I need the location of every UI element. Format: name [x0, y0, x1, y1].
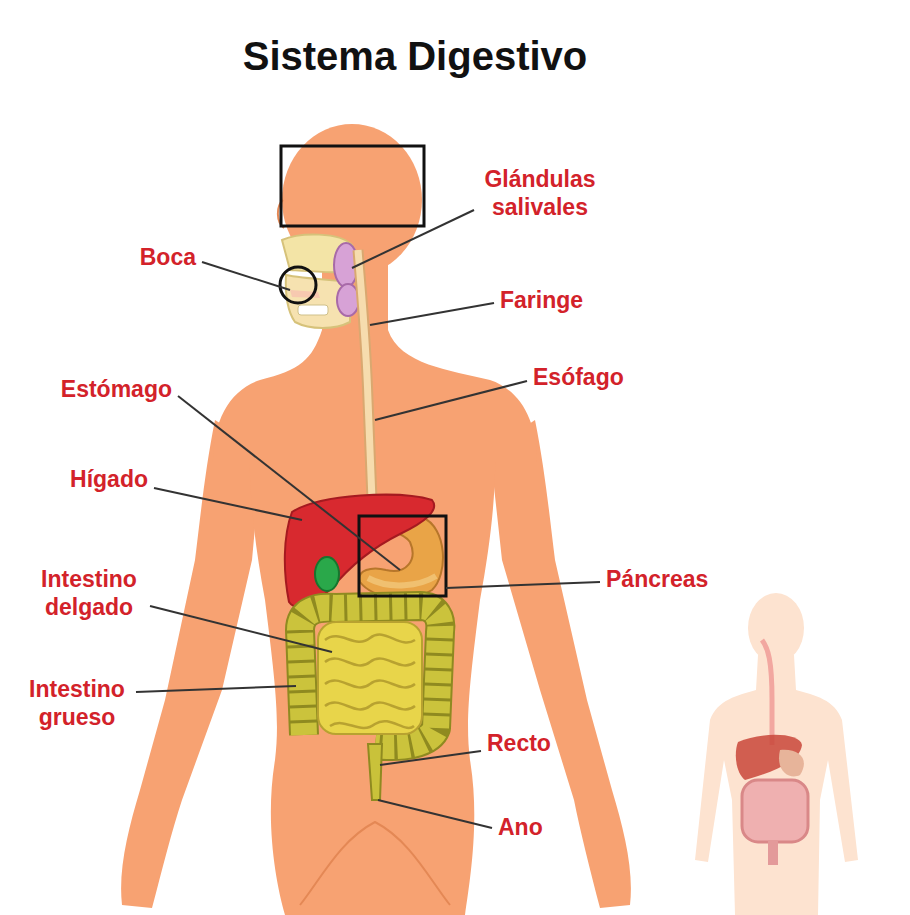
part-label: Hígado [18, 466, 148, 494]
left-arm [121, 420, 262, 908]
part-label: Glándulas salivales [470, 166, 610, 221]
highlight-box [281, 146, 424, 226]
part-label: Intestino delgado [24, 566, 154, 621]
part-label: Páncreas [606, 566, 746, 594]
highlight-marks [280, 146, 446, 596]
leader-line [150, 606, 332, 652]
small-body [695, 655, 858, 915]
part-label: Faringe [500, 287, 630, 315]
small-esophagus [762, 640, 772, 745]
small-intestine [742, 780, 808, 842]
esophagus-tube [358, 250, 372, 500]
esophagus [358, 250, 372, 500]
highlight-box [359, 516, 446, 596]
small-stomach [779, 750, 804, 777]
part-label: Intestino grueso [12, 676, 142, 731]
leader-line [378, 800, 492, 828]
body-silhouette [121, 124, 631, 915]
leader-line [136, 686, 296, 692]
small-intestine-loops [325, 635, 415, 728]
part-label: Ano [498, 814, 578, 842]
small-intestine [318, 622, 422, 734]
leader-line [375, 381, 527, 420]
leader-line [380, 751, 481, 765]
part-label: Boca [96, 244, 196, 272]
large-intestine [300, 606, 440, 746]
leader-line [202, 262, 290, 290]
highlight-circle [280, 267, 316, 303]
small-rectum [768, 840, 778, 865]
large-intestine-outline [300, 606, 440, 746]
rectum [368, 744, 382, 800]
diagram-title: Sistema Digestivo [215, 34, 615, 78]
leader-line [178, 396, 400, 570]
part-label: Esófago [533, 364, 663, 392]
pancreas [368, 576, 436, 585]
right-arm [490, 420, 631, 908]
head-organs [282, 235, 359, 328]
part-label: Estómago [22, 376, 172, 404]
leader-line [352, 210, 474, 268]
leader-line [446, 582, 600, 588]
small-head [748, 593, 804, 663]
esophagus-outline [358, 250, 372, 500]
part-label: Recto [487, 730, 577, 758]
leader-line [154, 488, 302, 520]
small-figure [695, 593, 858, 915]
gallbladder [315, 557, 339, 591]
teeth [298, 305, 328, 315]
groin-line [300, 822, 450, 905]
leader-line [370, 303, 494, 325]
